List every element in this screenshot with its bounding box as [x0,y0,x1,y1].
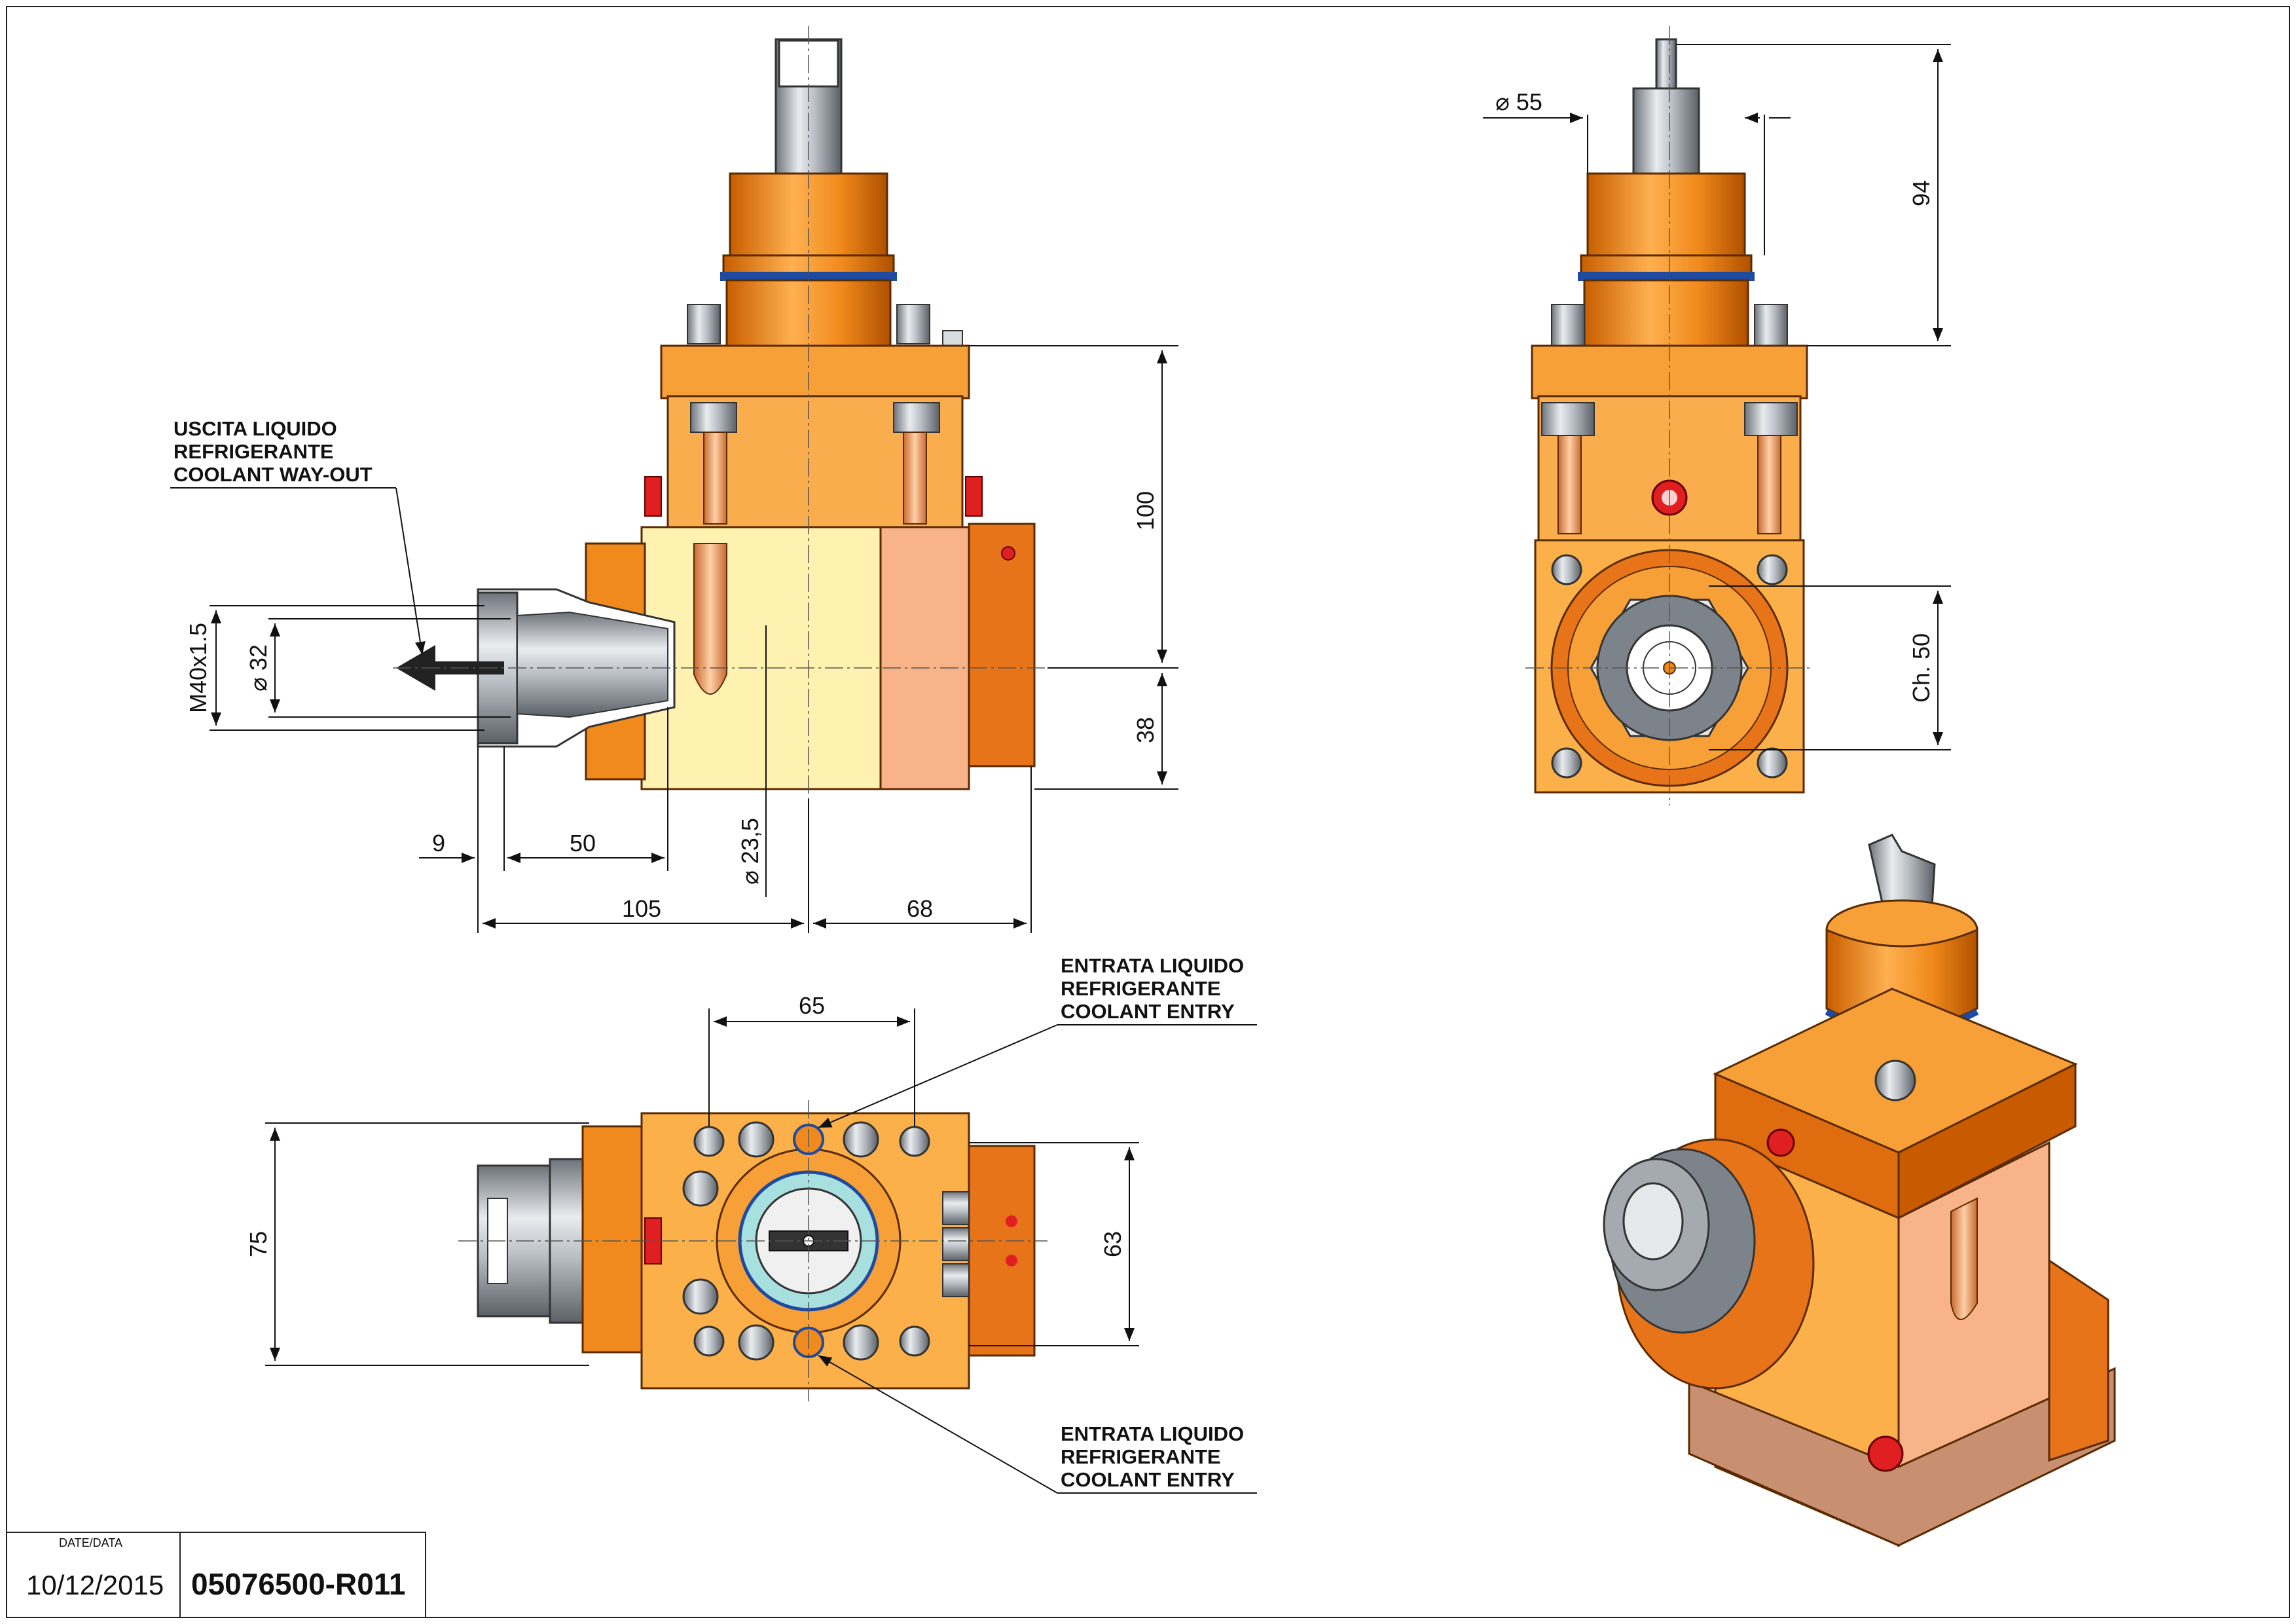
socket-screw-icon [738,1121,774,1158]
dim-m40: M40x1.5 [185,623,211,713]
iso-collet-bore [1622,1182,1684,1261]
sheet-border [6,6,2290,1618]
screw-bore-right [1744,402,1798,436]
dim-38: 38 [1132,717,1159,743]
socket-screw-icon [899,1126,930,1157]
red-plug-icon [1006,1255,1017,1266]
coolant-block-2 [942,1227,970,1261]
isometric-view [1603,834,2116,1547]
coolant-block-3 [942,1263,970,1297]
dim-phi55: ⌀ 55 [1495,88,1542,115]
iso-body-bottom [1688,1367,2116,1547]
top-cylinder [1586,172,1746,260]
label-coolant-out-line3: COOLANT WAY-OUT [173,463,373,486]
label-coolant-entry-bottom: ENTRATA LIQUIDO REFRIGERANTE COOLANT ENT… [818,1355,1257,1494]
coolant-block-1 [942,1191,970,1225]
socket-screw-icon [1551,747,1582,779]
red-plug-icon [965,476,983,517]
socket-screw-icon [1874,1060,1916,1101]
dim-100: 100 [1132,491,1159,530]
label-entry-bottom-line2: REFRIGERANTE [1061,1445,1221,1468]
label-coolant-out-line1: USCITA LIQUIDO [173,417,337,440]
socket-screw-icon [1551,554,1582,585]
gear-housing [640,526,882,790]
label-coolant-out: USCITA LIQUIDO REFRIGERANTE COOLANT WAY-… [170,417,426,655]
spindle-nose [581,1125,643,1354]
socket-screw-icon [682,1170,719,1207]
screw-shank-right [1757,435,1781,534]
gear-housing-side [879,526,970,790]
title-block-frame [6,1532,426,1618]
label-coolant-entry-top: ENTRATA LIQUIDO REFRIGERANTE COOLANT ENT… [818,954,1257,1128]
drawing-date: 10/12/2015 [26,1570,164,1600]
red-plug-icon [1001,546,1015,561]
red-plug-icon [1867,1435,1904,1472]
front-view [393,26,1048,799]
socket-screw-icon [1757,747,1788,779]
socket-screw-icon [843,1121,879,1158]
rear-block [968,1145,1036,1357]
side-view-dimensions: ⌀ 55 94 Ch. 50 [1483,44,1951,750]
socket-screw-icon [682,1278,719,1315]
socket-screw-icon [738,1324,774,1361]
screw-bore-left [1541,402,1595,436]
dim-94: 94 [1908,180,1935,206]
red-plug-icon [1766,1128,1795,1157]
iso-top-block-right [1897,1062,2077,1220]
screw-shank-left [703,432,727,525]
socket-screw-icon [843,1324,879,1361]
dim-105: 105 [622,895,661,922]
socket-screw-icon [896,304,930,344]
top-view-dimensions: 65 75 63 [245,992,1139,1366]
dim-phi23: ⌀ 23,5 [737,818,763,885]
label-coolant-out-line2: REFRIGERANTE [173,440,334,463]
rear-block [968,523,1036,767]
dim-63: 63 [1099,1231,1126,1257]
dim-9: 9 [432,830,445,857]
iso-coolant-channel [1950,1197,1978,1320]
shaft-tang [1655,38,1677,90]
dim-75: 75 [245,1231,272,1257]
red-plug-icon [644,476,662,517]
socket-screw-icon [687,304,721,344]
socket-screw-icon [693,1325,725,1357]
socket-screw-icon [1754,304,1788,348]
flange [660,344,970,399]
socket-screw-icon [693,1126,725,1157]
o-ring [720,272,897,281]
side-view [1525,26,1813,805]
dim-50: 50 [570,830,596,857]
drawing-code: 05076500-R011 [191,1567,405,1601]
label-entry-top-line2: REFRIGERANTE [1061,977,1221,1000]
screw-shank-left [1558,435,1582,534]
top-view [458,1100,1048,1401]
label-entry-bottom-line3: COOLANT ENTRY [1061,1468,1235,1491]
dim-68: 68 [907,895,933,922]
drive-shaft [1632,87,1700,178]
socket-screw-icon [1551,304,1585,348]
o-ring [1578,272,1755,281]
label-entry-bottom-line1: ENTRATA LIQUIDO [1061,1422,1244,1445]
label-entry-top-line3: COOLANT ENTRY [1061,1000,1235,1023]
front-view-dimensions: 100 38 M40x1.5 ⌀ 32 ⌀ 23,5 9 50 105 68 [185,345,1178,933]
title-block: DATE/DATA 10/12/2015 05076500-R011 [6,1532,426,1618]
red-plug-icon [1006,1215,1017,1227]
iso-rear-block [2048,1259,2109,1462]
collet [517,611,668,718]
screw-bore-right [893,402,940,433]
socket-screw-icon [1757,554,1788,585]
socket-screw-icon [899,1325,930,1357]
screw-shank-right [903,432,927,525]
dim-phi32: ⌀ 32 [245,644,272,692]
screw-bore-left [690,402,737,433]
lower-cylinder [1583,279,1749,347]
date-label: DATE/DATA [59,1536,122,1549]
dim-65: 65 [799,992,825,1019]
coolant-channel [693,543,727,695]
label-entry-top-line1: ENTRATA LIQUIDO [1061,954,1244,977]
dim-ch50: Ch. 50 [1908,633,1935,703]
